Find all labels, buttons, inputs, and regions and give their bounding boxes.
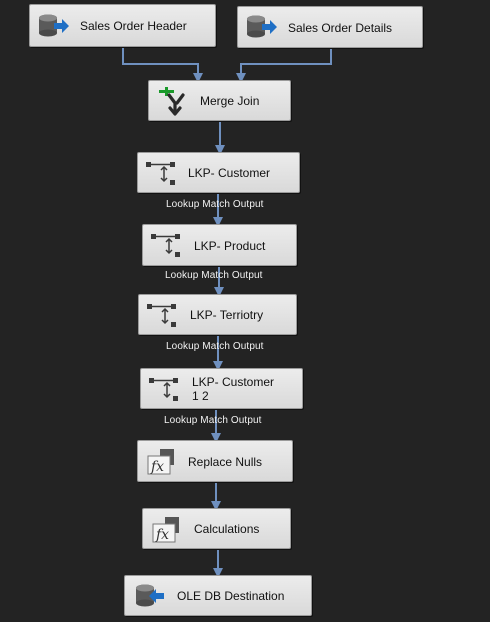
component-label: LKP- Customer 1 2 <box>192 375 275 403</box>
ole-db-destination-icon <box>131 581 165 611</box>
lookup-match-output-label: Lookup Match Output <box>165 270 263 281</box>
lookup-icon <box>147 374 181 404</box>
derived-column-icon: fx <box>144 446 178 476</box>
svg-text:fx: fx <box>155 527 169 543</box>
lkp-product-lookup[interactable]: LKP- Product <box>142 224 297 266</box>
component-label: Sales Order Details <box>288 21 393 35</box>
component-label: LKP- Terriotry <box>190 308 264 322</box>
lookup-match-output-label: Lookup Match Output <box>166 199 264 210</box>
path-header-to-merge[interactable] <box>122 47 203 83</box>
svg-text:fx: fx <box>150 459 164 475</box>
component-label: Sales Order Header <box>80 19 187 33</box>
derived-column-icon: fx <box>149 514 183 544</box>
component-label: LKP- Customer <box>188 166 271 180</box>
lookup-match-output-label: Lookup Match Output <box>164 415 262 426</box>
component-label: OLE DB Destination <box>177 589 285 603</box>
component-label: Calculations <box>194 522 260 536</box>
lkp-customer-12-lookup[interactable]: LKP- Customer 1 2 <box>140 368 303 409</box>
lookup-icon <box>149 230 183 260</box>
merge-join-icon <box>155 86 189 116</box>
sales-order-details-source[interactable]: Sales Order Details <box>237 6 423 48</box>
lookup-icon <box>145 300 179 330</box>
lkp-customer-lookup[interactable]: LKP- Customer <box>137 152 300 193</box>
lookup-match-output-label: Lookup Match Output <box>166 341 264 352</box>
component-label: Replace Nulls <box>188 455 263 469</box>
ole-db-source-icon <box>36 11 70 41</box>
ole-db-source-icon <box>244 12 278 42</box>
calculations-derived-column[interactable]: fx Calculations <box>142 508 291 549</box>
lookup-icon <box>144 158 178 188</box>
merge-join-transform[interactable]: Merge Join <box>148 80 291 121</box>
component-label: LKP- Product <box>194 239 266 253</box>
sales-order-header-source[interactable]: Sales Order Header <box>29 4 216 47</box>
ole-db-destination[interactable]: OLE DB Destination <box>124 575 312 616</box>
component-label: Merge Join <box>200 94 260 108</box>
path-details-to-merge[interactable] <box>236 48 332 83</box>
replace-nulls-derived-column[interactable]: fx Replace Nulls <box>137 440 293 482</box>
lkp-territory-lookup[interactable]: LKP- Terriotry <box>138 294 297 335</box>
